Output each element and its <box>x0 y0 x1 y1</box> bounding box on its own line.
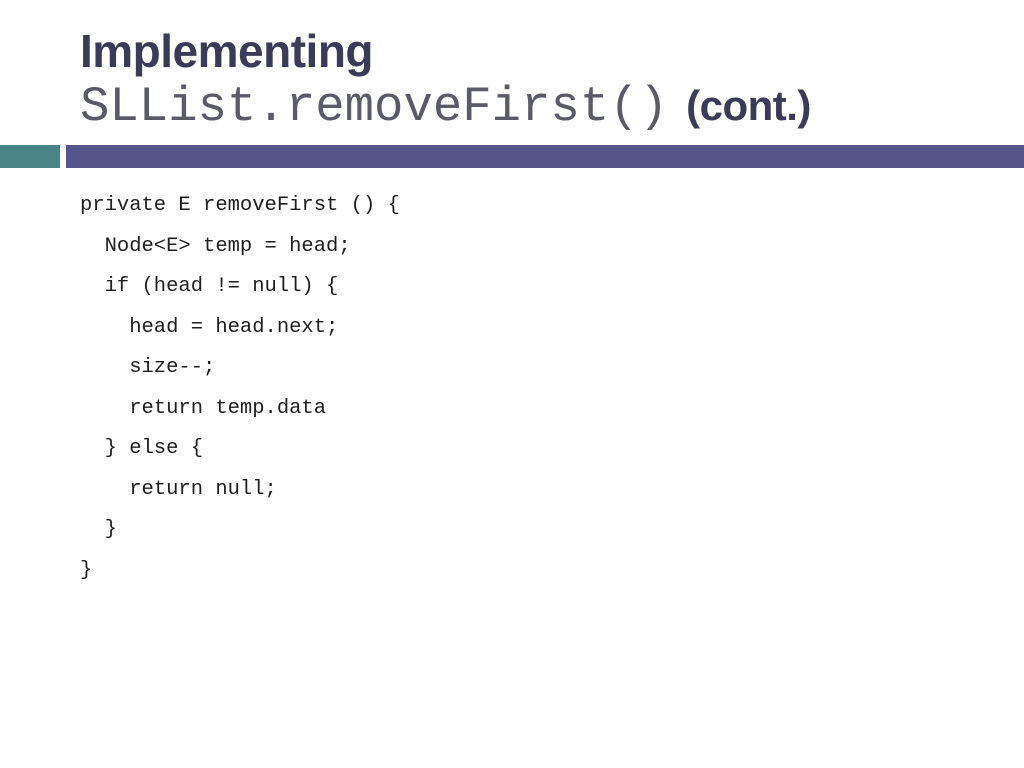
code-line: } <box>80 558 93 582</box>
code-line: } else { <box>80 437 204 460</box>
code-line: if (head != null) { <box>80 275 339 298</box>
code-line: size--; <box>80 356 216 379</box>
accent-bar-teal <box>0 145 60 168</box>
code-line: head = head.next; <box>80 315 339 339</box>
title-suffix: (cont.) <box>686 82 811 129</box>
code-line: } <box>80 518 117 541</box>
code-line: return temp.data <box>80 396 327 420</box>
accent-bar-purple <box>66 145 1024 168</box>
title-method-line: SLList.removeFirst() (cont.) <box>80 74 1000 148</box>
code-line: return null; <box>80 477 277 501</box>
code-line: private E removeFirst () { <box>80 194 400 217</box>
title-heading: Implementing <box>80 25 374 77</box>
code-block: private E removeFirst () { Node<E> temp … <box>80 186 980 591</box>
slide-title: Implementing SLList.removeFirst() (cont.) <box>80 24 1000 148</box>
code-line: Node<E> temp = head; <box>80 234 351 258</box>
title-method-name: SLList.removeFirst() <box>80 79 669 135</box>
